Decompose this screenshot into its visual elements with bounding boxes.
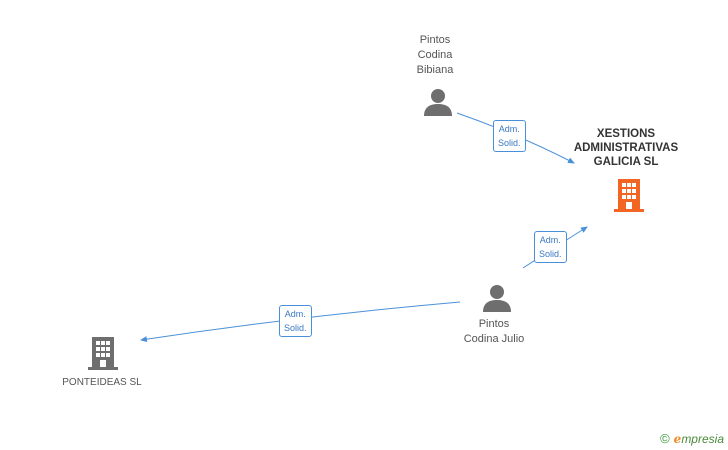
edge-label-julio-ponteideas[interactable]: Adm. Solid.: [279, 305, 312, 337]
brand-logo-text: mpresia: [681, 432, 724, 446]
person-name: Pintos Codina Bibiana: [416, 34, 454, 76]
edge-label-julio-xestions[interactable]: Adm. Solid.: [534, 231, 567, 263]
person-node-bibiana[interactable]: Pintos Codina Bibiana: [395, 33, 475, 78]
company-node-ponteideas[interactable]: PONTEIDEAS SL: [50, 375, 154, 390]
person-node-julio[interactable]: Pintos Codina Julio: [449, 317, 539, 347]
copyright-symbol: ©: [660, 431, 670, 446]
brand-logo-e: e: [673, 432, 682, 446]
edge-label-bibiana-xestions[interactable]: Adm. Solid.: [493, 120, 526, 152]
person-icon: [424, 89, 452, 116]
edge-role-type: Solid.: [539, 249, 562, 259]
edge-role-type: Solid.: [498, 138, 521, 148]
edge-role-type: Solid.: [284, 323, 307, 333]
building-icon: [88, 337, 118, 370]
company-name: XESTIONS ADMINISTRATIVAS GALICIA SL: [573, 128, 679, 168]
company-node-xestions[interactable]: XESTIONS ADMINISTRATIVAS GALICIA SL: [560, 127, 692, 169]
edge-role: Adm.: [498, 124, 520, 134]
empresia-watermark: ©empresia: [660, 431, 724, 446]
person-name: Pintos Codina Julio: [463, 318, 525, 345]
person-icon: [483, 285, 511, 312]
edge-role: Adm.: [284, 309, 306, 319]
building-icon: [614, 179, 644, 212]
company-name: PONTEIDEAS SL: [62, 377, 142, 388]
edge-role: Adm.: [539, 235, 561, 245]
